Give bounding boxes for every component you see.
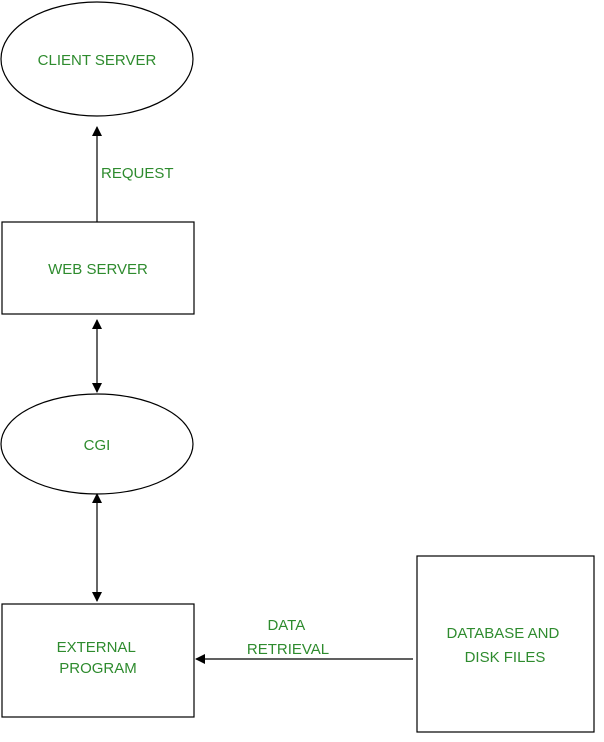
- external-program-node: EXTERNAL PROGRAM: [1, 603, 195, 718]
- external-program-box: [1, 603, 195, 718]
- external-program-label: EXTERNAL PROGRAM: [57, 639, 140, 677]
- external-program-label-line1: EXTERNAL: [57, 639, 136, 656]
- database-label-line1: DATABASE AND: [447, 625, 560, 642]
- web-server-box: [1, 221, 195, 315]
- database-node: DATABASE AND DISK FILES: [416, 555, 595, 733]
- external-program-label-line2: PROGRAM: [59, 660, 137, 677]
- request-connector: REQUEST: [92, 126, 174, 234]
- client-server-node: CLIENT SERVER: [0, 1, 194, 117]
- client-server-ellipse: [0, 1, 194, 117]
- data-retrieval-label-line1: DATA: [267, 617, 305, 634]
- cgi-node: CGI: [0, 393, 194, 495]
- data-retrieval-connector: DATA RETRIEVAL: [195, 617, 413, 664]
- cgi-label: CGI: [84, 437, 111, 454]
- database-box: [416, 555, 595, 733]
- request-label: REQUEST: [101, 165, 174, 182]
- data-retrieval-label-line2: RETRIEVAL: [247, 641, 329, 658]
- database-label-line2: DISK FILES: [465, 649, 546, 666]
- data-retrieval-label: DATA RETRIEVAL: [247, 617, 329, 658]
- web-server-node: WEB SERVER: [1, 221, 195, 315]
- client-server-label: CLIENT SERVER: [38, 52, 157, 69]
- database-label: DATABASE AND DISK FILES: [447, 625, 564, 666]
- web-server-label: WEB SERVER: [48, 261, 148, 278]
